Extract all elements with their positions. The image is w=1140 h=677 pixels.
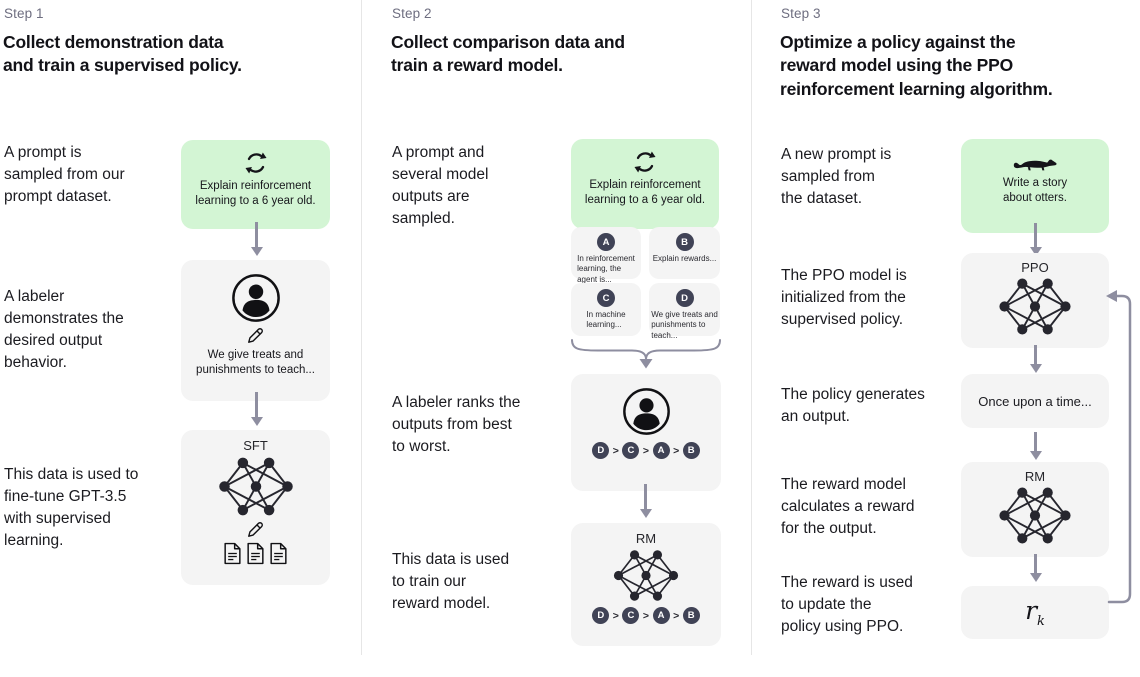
rank-separator: > [612,609,619,622]
step2-rm-box: RM D > C > A > B [571,523,721,646]
reward-value: rk [1025,596,1045,629]
step1-caption-labeler: A labeler demonstrates the desired outpu… [4,288,124,372]
step3-output-box: Once upon a time... [961,374,1109,428]
merge-brace-icon [571,339,721,369]
step1-caption-prompt: A prompt is sampled from our prompt data… [4,144,125,206]
step2-labeler-box: D > C > A > B [571,374,721,491]
neural-network-icon [214,455,298,518]
output-card-b: B Explain rewards... [649,227,720,279]
step2-caption-train-rm: This data is used to train our reward mo… [392,551,510,613]
output-text: Explain rewards... [652,254,717,263]
step3-eyebrow: Step 3 [781,6,821,21]
arrow-down-icon [250,392,263,426]
rank-badge: A [652,442,670,459]
sft-label: SFT [243,438,268,453]
ppo-label: PPO [1021,260,1049,275]
output-badge: B [675,233,694,251]
step2-title: Collect comparison data and train a rewa… [391,32,625,76]
output-card-a: A In reinforcement learning, the agent i… [571,227,641,284]
document-icon [246,542,265,565]
rank-separator: > [612,444,619,457]
pencil-icon [246,520,265,539]
rank-badge: B [682,442,700,459]
output-badge: D [675,289,694,307]
rank-badge: C [622,607,640,624]
document-icon [223,542,242,565]
step1-title: Collect demonstration data and train a s… [3,32,242,76]
rank-separator: > [673,609,680,622]
cycle-icon [633,150,657,174]
step1-eyebrow: Step 1 [4,6,44,21]
person-icon [231,273,281,323]
pencil-icon [246,326,265,345]
arrow-down-icon [1029,432,1042,460]
person-icon [622,387,671,436]
step1-prompt-text: Explain reinforcement learning to a 6 ye… [195,180,316,208]
output-card-c: C In machine learning... [571,283,641,336]
step3-rm-box: RM [961,462,1109,557]
rank-separator: > [673,444,680,457]
document-icon [269,542,288,565]
step2-prompt-text: Explain reinforcement learning to a 6 ye… [584,179,706,207]
output-card-d: D We give treats and punishments to teac… [649,283,720,340]
step1-caption-finetune: This data is used to fine-tune GPT-3.5 w… [4,466,139,550]
ranking: D > C > A > B [592,442,700,459]
otter-icon [1012,153,1058,172]
output-text: We give treats and punishments to teach.… [651,310,718,340]
step1-demo-text: We give treats and punishments to teach.… [196,349,315,377]
rank-separator: > [642,444,650,457]
step3-caption-new-prompt: A new prompt is sampled from the dataset… [781,146,892,208]
step2-prompt-box: Explain reinforcement learning to a 6 ye… [571,139,719,229]
step3-caption-reward-calc: The reward model calculates a reward for… [781,476,915,538]
step1-sft-box: SFT [181,430,330,585]
ranking: D > C > A > B [592,607,700,624]
column-divider [751,0,752,655]
step3-caption-generates: The policy generates an output. [781,386,925,426]
step3-caption-update: The reward is used to update the policy … [781,574,913,636]
column-divider [361,0,362,655]
neural-network-icon [994,485,1076,546]
rank-separator: > [642,609,650,622]
step2-eyebrow: Step 2 [392,6,432,21]
step1-labeler-box: We give treats and punishments to teach.… [181,260,330,401]
arrow-down-icon [250,222,263,256]
output-badge: C [597,289,615,307]
step3-caption-init: The PPO model is initialized from the su… [781,267,907,329]
rank-badge: D [592,442,610,459]
output-text: In reinforcement learning, the agent is.… [577,254,635,284]
rank-badge: D [592,607,610,624]
step3-title: Optimize a policy against the reward mod… [780,32,1053,99]
rank-badge: A [652,607,670,624]
rank-badge: B [682,607,700,624]
rm-label: RM [635,531,657,546]
arrow-down-icon [639,484,652,518]
cycle-icon [244,151,268,175]
rm-label: RM [1024,469,1046,484]
arrow-down-icon [1029,223,1042,256]
step3-prompt-text: Write a story about otters. [1002,177,1068,205]
output-text: In machine learning... [586,310,626,330]
step3-reward-box: rk [961,586,1109,639]
arrow-down-icon [1029,554,1042,582]
neural-network-icon [609,548,683,603]
documents-icon [223,542,288,565]
policy-output-text: Once upon a time... [978,393,1092,409]
step1-prompt-box: Explain reinforcement learning to a 6 ye… [181,140,330,229]
step2-caption-ranks: A labeler ranks the outputs from best to… [392,394,521,456]
arrow-down-icon [1029,345,1042,373]
rank-badge: C [622,442,640,459]
step3-ppo-box: PPO [961,253,1109,348]
feedback-loop-arrow-icon [1106,290,1132,604]
step3-prompt-box: Write a story about otters. [961,139,1109,233]
step2-caption-sampled: A prompt and several model outputs are s… [392,144,489,228]
output-badge: A [597,233,615,251]
neural-network-icon [994,276,1076,337]
